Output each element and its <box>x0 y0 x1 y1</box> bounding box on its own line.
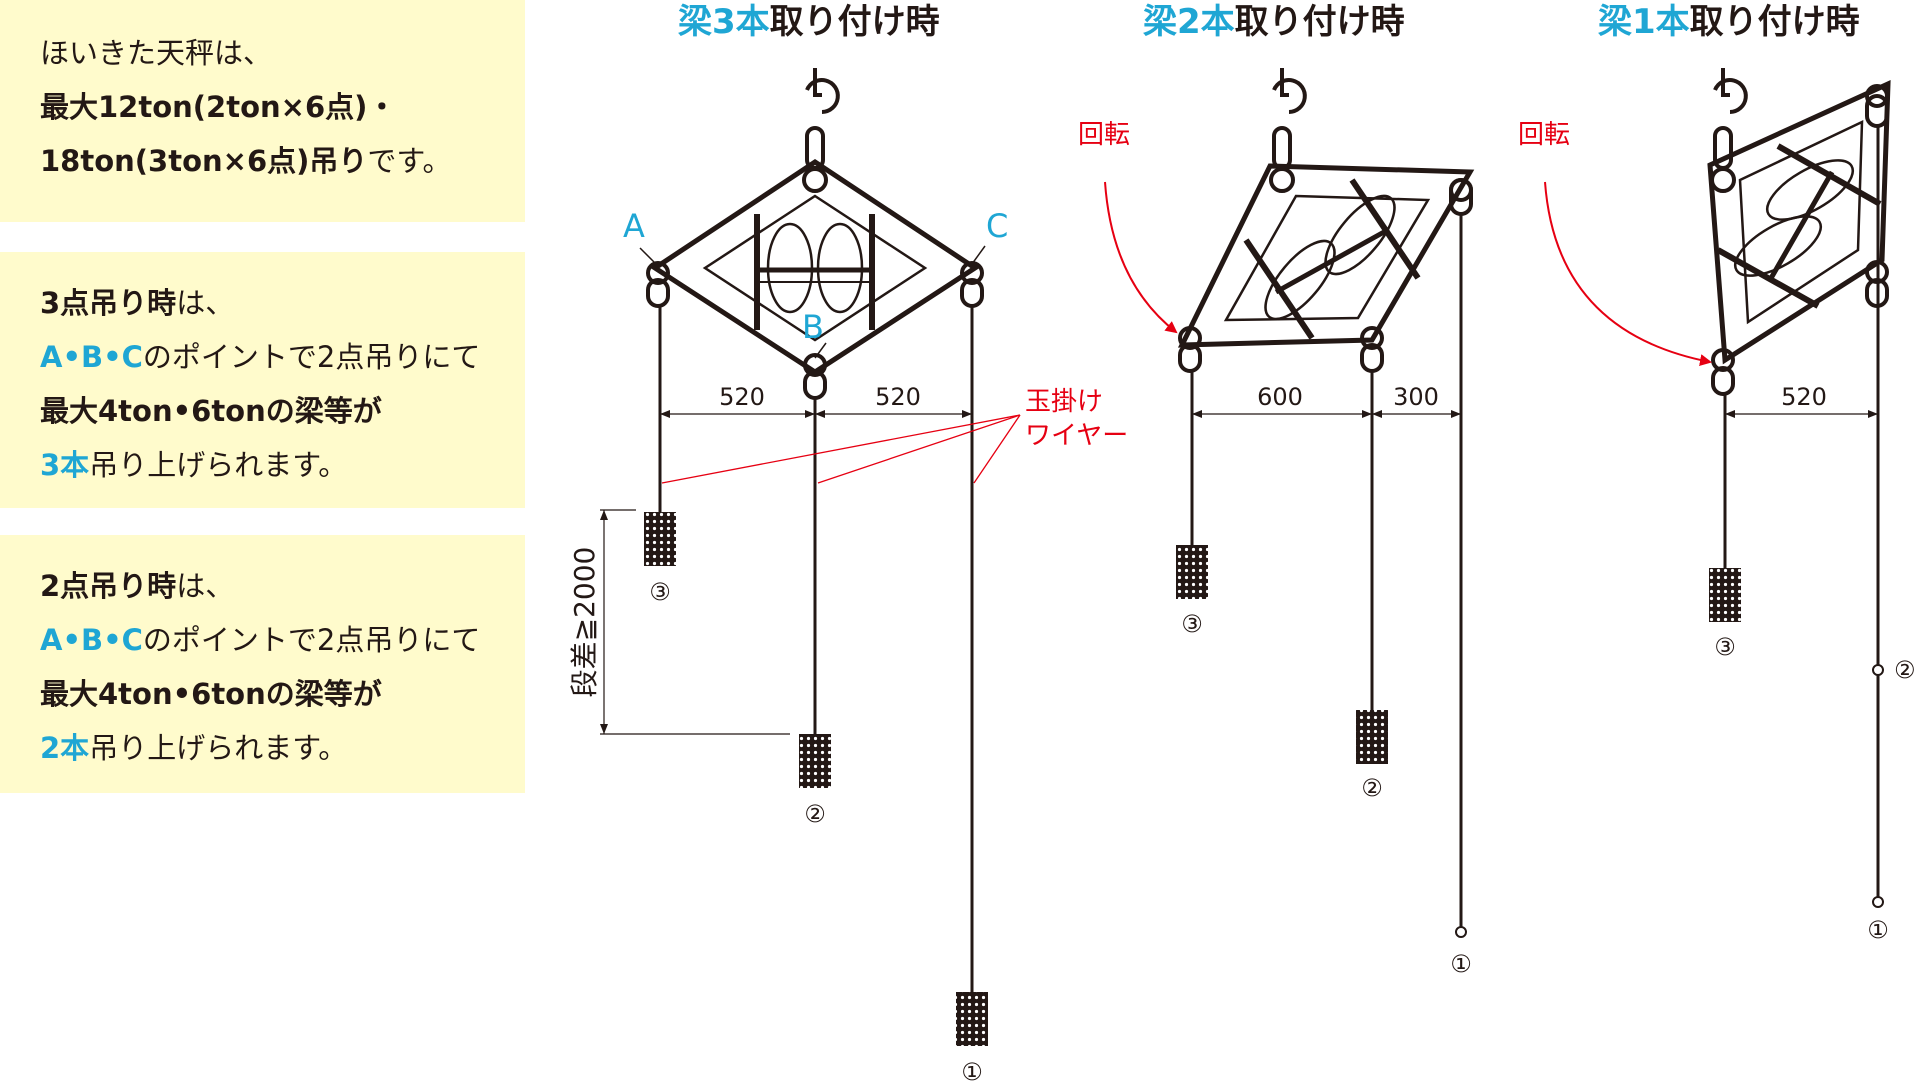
load-2-label: ② <box>1894 656 1916 684</box>
three-point-heading: 3点吊り時 <box>40 286 177 320</box>
load-3-label: ③ <box>1181 610 1203 638</box>
three-point-line-4: 3本吊り上げられます。 <box>40 438 525 492</box>
three-point-panel: 3点吊り時は、 A•B•Cのポイントで2点吊りにて 最大4ton•6tonの梁等… <box>0 252 525 508</box>
intro-line-2: 最大12ton(2ton×6点)・ <box>40 90 397 124</box>
spreader-frame <box>1707 80 1891 365</box>
diagram-two-beams-title: 梁2本取り付け時 <box>1143 2 1405 42</box>
intro-line-1: ほいきた天秤は、 <box>40 36 273 70</box>
three-point-count: 3本 <box>40 448 90 482</box>
load-3 <box>1176 545 1208 599</box>
rotation-arrow <box>1104 181 1178 334</box>
load-3-label: ③ <box>1714 633 1736 661</box>
dim: 520 <box>1781 383 1827 411</box>
wire-callout-line-1: 玉掛け <box>1025 387 1103 417</box>
spreader-inner-cutout <box>702 194 928 342</box>
three-point-line-1: 3点吊り時は、 <box>40 276 525 330</box>
load-2 <box>799 734 831 788</box>
load-1-label: ① <box>961 1058 983 1086</box>
dim-left: 600 <box>1257 383 1303 411</box>
two-point-points-rest: のポイントで2点吊りにて <box>142 623 481 657</box>
dim-left: 520 <box>719 383 765 411</box>
two-point-line-4: 2本吊り上げられます。 <box>40 721 525 775</box>
point-c-label: C <box>986 207 1008 245</box>
load-1-label: ① <box>1867 916 1889 944</box>
two-point-points: A•B•C <box>40 623 143 657</box>
two-point-line-2: A•B•Cのポイントで2点吊りにて <box>40 613 525 667</box>
two-point-line-1: 2点吊り時は、 <box>40 559 525 613</box>
rotation-label: 回転 <box>1078 120 1130 150</box>
load-3 <box>1709 568 1741 622</box>
load-1-label: ① <box>1450 950 1472 978</box>
three-point-line-2: A•B•Cのポイントで2点吊りにて <box>40 330 525 384</box>
wire-callout-line-2: ワイヤー <box>1025 421 1128 451</box>
intro-line-3-bold: 18ton(3ton×6点)吊り <box>40 144 368 178</box>
load-2 <box>1356 710 1388 764</box>
diagram-three-beams: 梁3本取り付け時 ③ ② ① A C <box>568 2 1128 1086</box>
rotation-label: 回転 <box>1518 120 1570 150</box>
load-1 <box>956 992 988 1046</box>
diagram-three-beams-title: 梁3本取り付け時 <box>678 2 940 42</box>
diagram-one-beam: 梁1本取り付け時 ③ ② ① 520 回転 <box>1518 2 1916 944</box>
two-point-line-3: 最大4ton•6tonの梁等が <box>40 677 382 711</box>
spreader-inner-cutout <box>1223 194 1431 322</box>
rotation-arrow <box>1544 181 1712 366</box>
point-a-label: A <box>623 207 645 245</box>
intro-panel: ほいきた天秤は、 最大12ton(2ton×6点)・ 18ton(3ton×6点… <box>0 0 525 222</box>
three-point-heading-rest: は、 <box>176 286 235 320</box>
three-point-points-rest: のポイントで2点吊りにて <box>142 340 481 374</box>
load-3-label: ③ <box>649 578 671 606</box>
crane-hook-icon <box>1713 68 1748 114</box>
two-point-count-rest: 吊り上げられます。 <box>89 731 348 765</box>
two-point-heading-rest: は、 <box>176 569 235 603</box>
crane-hook-icon <box>1272 68 1307 114</box>
load-2-label: ② <box>804 800 826 828</box>
three-point-line-3: 最大4ton•6tonの梁等が <box>40 394 382 428</box>
three-point-points: A•B•C <box>40 340 143 374</box>
intro-line-3-rest: です。 <box>367 144 452 178</box>
two-point-heading: 2点吊り時 <box>40 569 177 603</box>
diagram-two-beams: 梁2本取り付け時 ③ ② ① 600 300 回転 <box>1078 2 1475 978</box>
load-2-label: ② <box>1361 774 1383 802</box>
load-3 <box>644 512 676 566</box>
two-point-count: 2本 <box>40 731 90 765</box>
two-point-panel: 2点吊り時は、 A•B•Cのポイントで2点吊りにて 最大4ton•6tonの梁等… <box>0 535 525 793</box>
top-pin <box>802 167 828 193</box>
intro-line-3: 18ton(3ton×6点)吊りです。 <box>40 134 525 188</box>
dim-right: 520 <box>875 383 921 411</box>
crane-hook-icon <box>805 68 840 114</box>
spreader-frame <box>1177 163 1475 348</box>
dim-right: 300 <box>1393 383 1439 411</box>
point-b-label: B <box>802 308 824 346</box>
diagram-one-beam-title: 梁1本取り付け時 <box>1598 2 1860 42</box>
three-point-count-rest: 吊り上げられます。 <box>89 448 348 482</box>
height-difference-label: 段差≧2000 <box>568 547 601 698</box>
